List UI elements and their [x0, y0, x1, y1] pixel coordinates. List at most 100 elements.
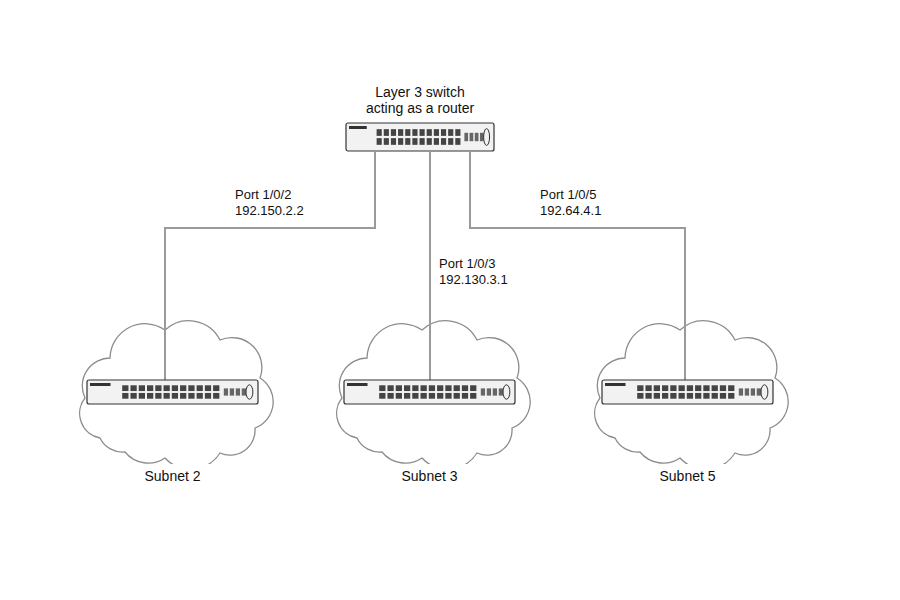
port: [445, 385, 451, 391]
port: [164, 385, 170, 391]
port: [720, 385, 726, 391]
port-label: Port 1/0/2 192.150.2.2: [233, 187, 325, 219]
cloud-outline: [585, 318, 790, 464]
port: [384, 129, 389, 136]
uplink-port: [480, 133, 484, 141]
port: [654, 385, 660, 391]
uplink-port: [757, 388, 761, 395]
uplink-port: [224, 388, 228, 395]
port: [645, 385, 651, 391]
port: [679, 393, 685, 399]
cloud-shape: [595, 321, 789, 464]
port: [379, 385, 385, 391]
port: [172, 385, 178, 391]
port: [670, 385, 676, 391]
cable: [429, 152, 431, 318]
port: [420, 138, 425, 145]
port: [139, 385, 145, 391]
port: [188, 393, 194, 399]
port: [670, 393, 676, 399]
port: [398, 129, 403, 136]
subnet-cloud: Subnet 2: [70, 318, 275, 484]
port: [679, 385, 685, 391]
port-label: Port 1/0/5 192.64.4.1: [538, 187, 630, 219]
port: [421, 385, 427, 391]
port: [213, 393, 219, 399]
port: [421, 393, 427, 399]
port: [703, 385, 709, 391]
subnet-label: Subnet 2: [70, 468, 275, 484]
console-port: [246, 385, 253, 399]
subnet-cloud: Subnet 3: [327, 318, 532, 484]
port: [379, 393, 385, 399]
port: [448, 129, 453, 136]
uplink-port: [475, 133, 479, 141]
port: [387, 393, 393, 399]
drop-cable: [429, 318, 431, 380]
port: [391, 138, 396, 145]
port: [384, 138, 389, 145]
uplink-port: [470, 133, 474, 141]
port: [720, 393, 726, 399]
port: [429, 393, 435, 399]
port: [412, 129, 417, 136]
port: [155, 393, 161, 399]
port: [462, 385, 468, 391]
port: [122, 393, 128, 399]
port: [454, 385, 460, 391]
port: [396, 385, 402, 391]
port: [448, 138, 453, 145]
uplink-port: [751, 388, 755, 395]
switch-body: [346, 123, 494, 151]
port: [205, 385, 211, 391]
cloud-outline: [327, 318, 532, 464]
port: [205, 393, 211, 399]
uplink-port: [242, 388, 246, 395]
switch-icon: [344, 380, 515, 404]
port: [645, 393, 651, 399]
port: [377, 138, 382, 145]
port: [441, 138, 446, 145]
cloud-outline: [70, 318, 275, 464]
port: [712, 393, 718, 399]
router-icon: [345, 122, 495, 152]
port: [391, 129, 396, 136]
port: [396, 393, 402, 399]
switch-body: [87, 380, 258, 404]
port: [139, 393, 145, 399]
port: [420, 129, 425, 136]
port: [197, 393, 203, 399]
brand-plate: [349, 126, 367, 129]
console-port: [503, 385, 510, 399]
port: [412, 393, 418, 399]
uplink-port: [487, 388, 491, 395]
uplink-port: [464, 133, 468, 141]
brand-plate: [605, 383, 626, 386]
switch-icon: [602, 380, 773, 404]
switch-icon: [346, 123, 494, 151]
cable: [165, 152, 375, 318]
console-port: [761, 385, 768, 399]
port: [462, 393, 468, 399]
port: [712, 385, 718, 391]
port: [398, 138, 403, 145]
uplink-port: [493, 388, 497, 395]
port-label: Port 1/0/3 192.130.3.1: [437, 256, 529, 288]
port: [405, 138, 410, 145]
port: [687, 385, 693, 391]
uplink-port: [745, 388, 749, 395]
port: [454, 393, 460, 399]
brand-plate: [347, 383, 368, 386]
port: [455, 129, 460, 136]
port: [637, 385, 643, 391]
port: [412, 385, 418, 391]
port: [404, 385, 410, 391]
port: [637, 393, 643, 399]
port: [455, 138, 460, 145]
router-switch: Layer 3 switch acting as a router: [345, 84, 495, 152]
drop-cable: [164, 318, 166, 380]
port: [180, 393, 186, 399]
port: [695, 393, 701, 399]
port: [654, 393, 660, 399]
